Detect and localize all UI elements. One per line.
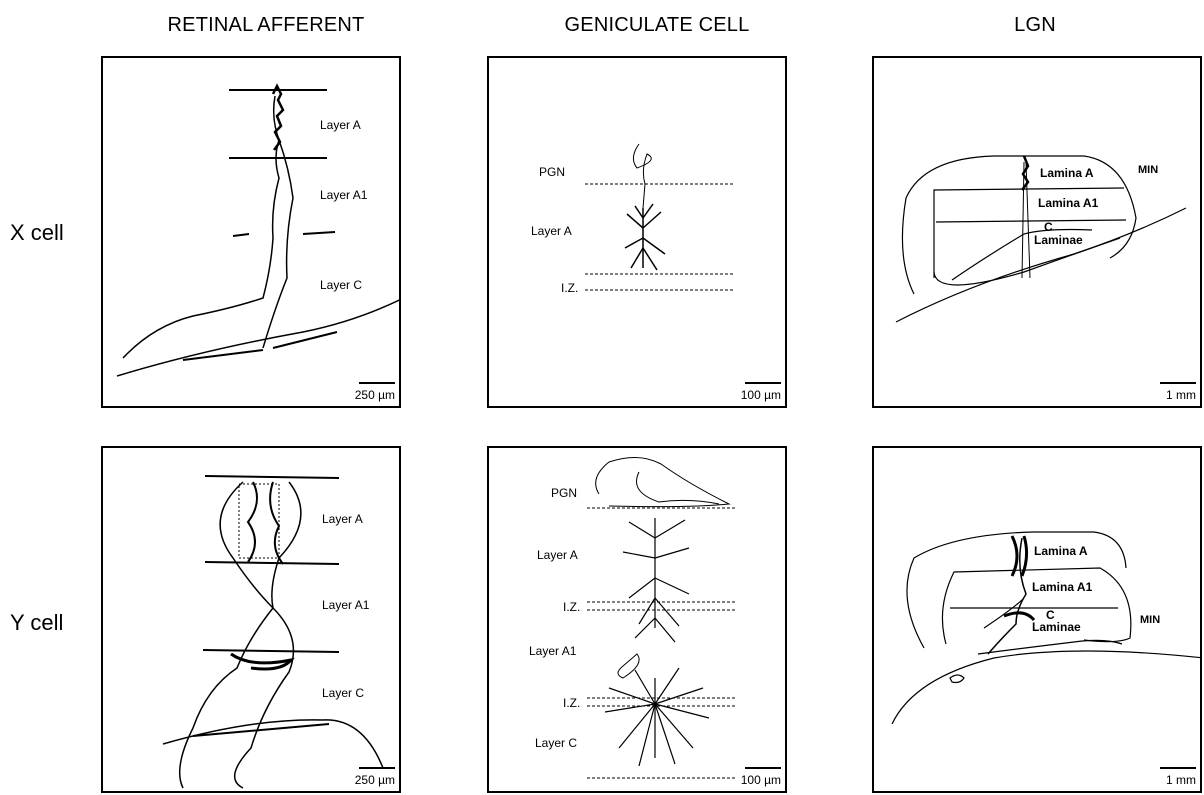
panel-y-retinal-afferent: Layer A Layer A1 Layer C 250 µm [101,446,401,793]
label-layer-c: Layer C [535,736,577,750]
y-geniculate-drawing [489,448,787,793]
label-iz: I.Z. [563,600,580,614]
label-pgn: PGN [539,165,565,179]
label-lamina-a1: Lamina A1 [1032,580,1092,594]
scale-bar: 1 mm [1146,767,1196,787]
x-afferent-drawing [103,58,401,408]
label-layer-a1: Layer A1 [529,644,576,658]
panel-x-geniculate-cell: PGN Layer A I.Z. 100 µm [487,56,787,408]
layer-label: Layer C [320,278,362,292]
label-layer-a: Layer A [531,224,572,238]
label-iz: I.Z. [561,281,578,295]
scale-bar: 100 µm [731,382,781,402]
panel-y-geniculate-cell: PGN Layer A I.Z. Layer A1 I.Z. Layer C 1… [487,446,787,793]
label-laminae: Laminae [1034,233,1083,247]
label-iz: I.Z. [563,696,580,710]
scale-bar: 1 mm [1146,382,1196,402]
label-layer-a: Layer A [537,548,578,562]
row-title-x-cell: X cell [10,220,64,246]
panel-y-lgn: Lamina A Lamina A1 C Laminae MIN 1 mm [872,446,1202,793]
layer-label: Layer C [322,686,364,700]
panel-x-retinal-afferent: Layer A Layer A1 Layer C 250 µm [101,56,401,408]
layer-label: Layer A [322,512,363,526]
column-title-lgn: LGN [855,14,1204,37]
label-laminae: Laminae [1032,620,1081,634]
label-pgn: PGN [551,486,577,500]
scale-bar: 100 µm [731,767,781,787]
label-c: C [1044,220,1053,234]
label-lamina-a1: Lamina A1 [1038,196,1098,210]
y-afferent-drawing [103,448,401,793]
layer-label: Layer A1 [322,598,369,612]
label-min: MIN [1138,164,1158,176]
row-title-y-cell: Y cell [10,610,63,636]
layer-label: Layer A1 [320,188,367,202]
label-min: MIN [1140,614,1160,626]
panel-x-lgn: Lamina A Lamina A1 C Laminae MIN 1 mm [872,56,1202,408]
layer-label: Layer A [320,118,361,132]
column-title-retinal-afferent: RETINAL AFFERENT [86,14,446,37]
scale-bar: 250 µm [345,767,395,787]
label-lamina-a: Lamina A [1040,166,1094,180]
scale-bar: 250 µm [345,382,395,402]
label-lamina-a: Lamina A [1034,544,1088,558]
column-title-geniculate-cell: GENICULATE CELL [477,14,837,37]
